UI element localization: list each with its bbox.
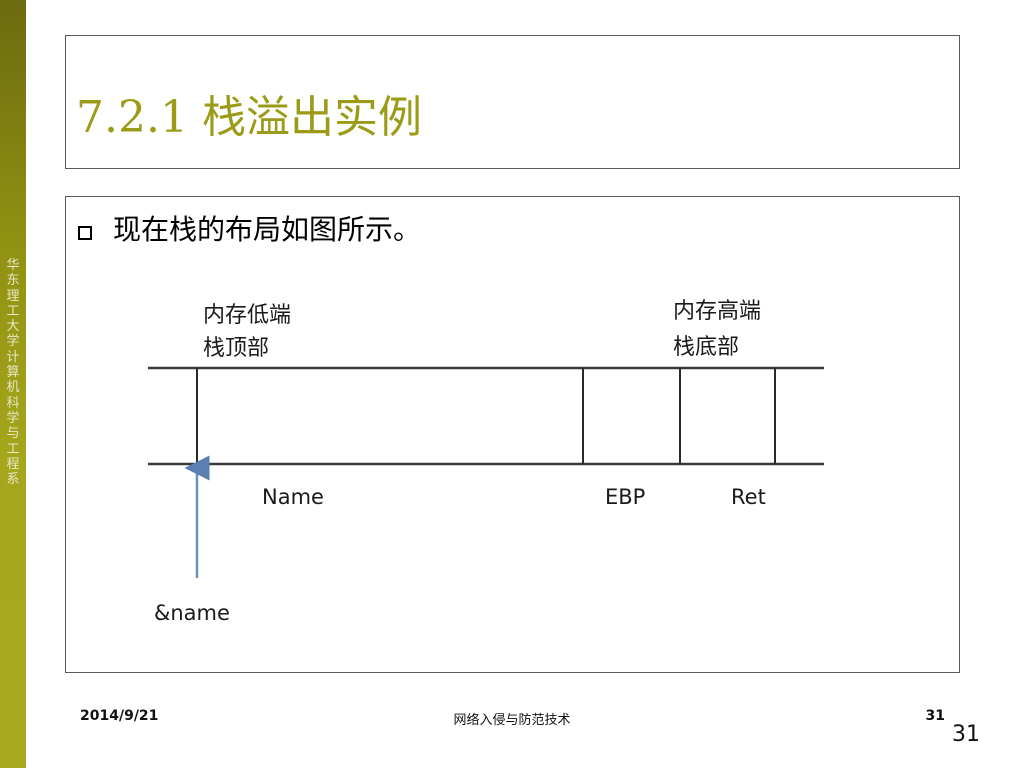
- cell-ret-label: Ret: [731, 485, 766, 509]
- content-frame: 现在栈的布局如图所示。: [65, 196, 960, 673]
- pointer-label: &name: [154, 601, 230, 625]
- label-mem-low: 内存低端: [203, 303, 291, 328]
- label-mem-high: 内存高端: [673, 299, 761, 324]
- sidebar-band: 华东理工大学计算机科学与工程系: [0, 0, 26, 768]
- footer-page-number: 31: [925, 708, 945, 724]
- title-frame: 7.2.1 栈溢出实例: [65, 35, 960, 169]
- label-stack-bottom: 栈底部: [673, 335, 739, 360]
- footer-date: 2014/9/21: [80, 708, 159, 724]
- cell-name-label: Name: [262, 485, 324, 509]
- label-stack-top: 栈顶部: [203, 336, 269, 361]
- sidebar-org-text: 华东理工大学计算机科学与工程系: [6, 258, 20, 488]
- bullet-text: 现在栈的布局如图所示。: [113, 213, 422, 246]
- cell-ebp-label: EBP: [605, 485, 645, 509]
- bullet-square-icon: [78, 226, 92, 240]
- slide-number: 31: [952, 722, 980, 747]
- footer-course-title: 网络入侵与防范技术: [453, 713, 571, 728]
- slide-title: 7.2.1 栈溢出实例: [76, 92, 422, 143]
